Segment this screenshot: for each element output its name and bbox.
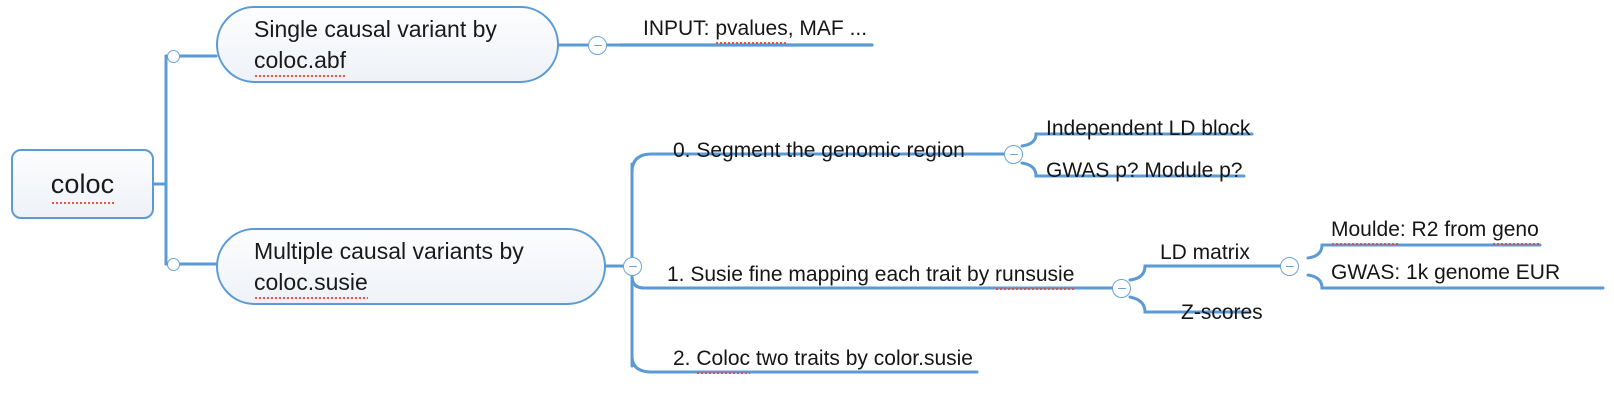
toggle-collapse-coloc-abf[interactable] bbox=[588, 36, 607, 55]
wire-ldmatrix-to-moulde bbox=[1306, 243, 1542, 260]
leaf-node-step2-suffix: two traits by color.susie bbox=[750, 347, 973, 370]
toggle-collapse-step1[interactable] bbox=[1112, 279, 1131, 298]
minus-icon bbox=[1117, 287, 1126, 290]
leaf-node-input-spellword: pvalues bbox=[715, 17, 788, 40]
leaf-node-step1-spellword: runsusie bbox=[995, 263, 1075, 286]
toggle-root-to-abf[interactable] bbox=[167, 50, 180, 63]
leaf-node-step2-spellword: Coloc bbox=[696, 347, 751, 370]
leaf-node-gwas-1k-genome-eur[interactable]: GWAS: 1k genome EUR bbox=[1331, 261, 1561, 284]
leaf-node-moulde-spellword: Moulde bbox=[1331, 218, 1400, 241]
coloc-susie-line2: coloc.susie bbox=[254, 268, 368, 295]
wire-susie-to-step1-elbow bbox=[630, 274, 646, 290]
leaf-node-input-suffix: , MAF ... bbox=[787, 17, 868, 40]
leaf-node-moulde-r2[interactable]: Moulde: R2 from geno bbox=[1331, 217, 1539, 243]
leaf-node-independent-ld-block[interactable]: Independent LD block bbox=[1046, 117, 1251, 140]
branch-node-coloc-abf-label: Single causal variant by coloc.abf bbox=[254, 14, 497, 76]
minus-icon bbox=[593, 44, 602, 47]
branch-node-coloc-susie-label: Multiple causal variants by coloc.susie bbox=[254, 236, 524, 298]
leaf-node-ld-matrix[interactable]: LD matrix bbox=[1160, 241, 1250, 264]
coloc-abf-line2: coloc.abf bbox=[254, 46, 347, 73]
minus-icon bbox=[1009, 153, 1018, 156]
toggle-collapse-coloc-susie[interactable] bbox=[623, 257, 642, 276]
leaf-node-step2-prefix: 2. bbox=[673, 347, 697, 370]
leaf-node-step1-prefix: 1. Susie fine mapping each trait by bbox=[667, 263, 996, 286]
leaf-node-input[interactable]: INPUT: pvalues, MAF ... bbox=[643, 16, 867, 42]
toggle-collapse-step0[interactable] bbox=[1004, 145, 1023, 164]
leaf-node-moulde-mid: : R2 from bbox=[1399, 218, 1493, 241]
leaf-node-step0[interactable]: 0. Segment the genomic region bbox=[673, 139, 965, 162]
branch-node-coloc-susie[interactable]: Multiple causal variants by coloc.susie bbox=[216, 228, 606, 305]
wire-step1-to-ldmatrix bbox=[1128, 264, 1290, 282]
minus-icon bbox=[628, 265, 637, 268]
coloc-abf-line1: Single causal variant by bbox=[254, 15, 497, 42]
root-node-coloc[interactable]: coloc bbox=[11, 149, 154, 219]
minus-icon bbox=[1285, 265, 1294, 268]
coloc-susie-line1: Multiple causal variants by bbox=[254, 237, 524, 264]
leaf-node-input-prefix: INPUT: bbox=[643, 17, 716, 40]
leaf-node-step1[interactable]: 1. Susie fine mapping each trait by runs… bbox=[667, 262, 1074, 288]
leaf-node-gwas-module[interactable]: GWAS p? Module p? bbox=[1046, 159, 1243, 182]
toggle-root-to-susie[interactable] bbox=[167, 258, 180, 271]
root-node-label: coloc bbox=[50, 169, 115, 204]
toggle-collapse-ld-matrix[interactable] bbox=[1280, 257, 1299, 276]
branch-node-coloc-abf[interactable]: Single causal variant by coloc.abf bbox=[216, 6, 559, 83]
leaf-node-z-scores[interactable]: Z-scores bbox=[1181, 301, 1263, 324]
leaf-node-geno-spellword: geno bbox=[1492, 218, 1539, 241]
leaf-node-step2[interactable]: 2. Coloc two traits by color.susie bbox=[673, 346, 973, 372]
